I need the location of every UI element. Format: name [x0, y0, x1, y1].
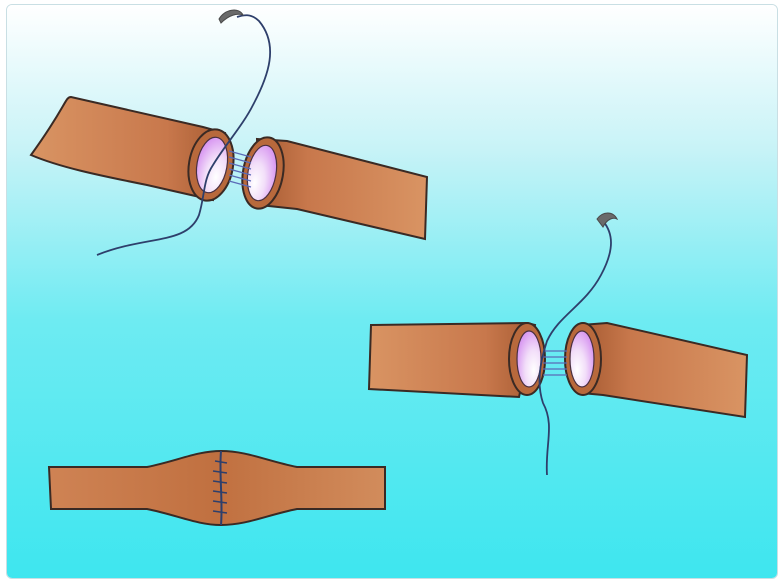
anastomosis-diagram: [7, 5, 777, 578]
figure-frame: [6, 4, 778, 579]
right-lumen: [570, 331, 594, 387]
left-lumen: [517, 331, 541, 387]
